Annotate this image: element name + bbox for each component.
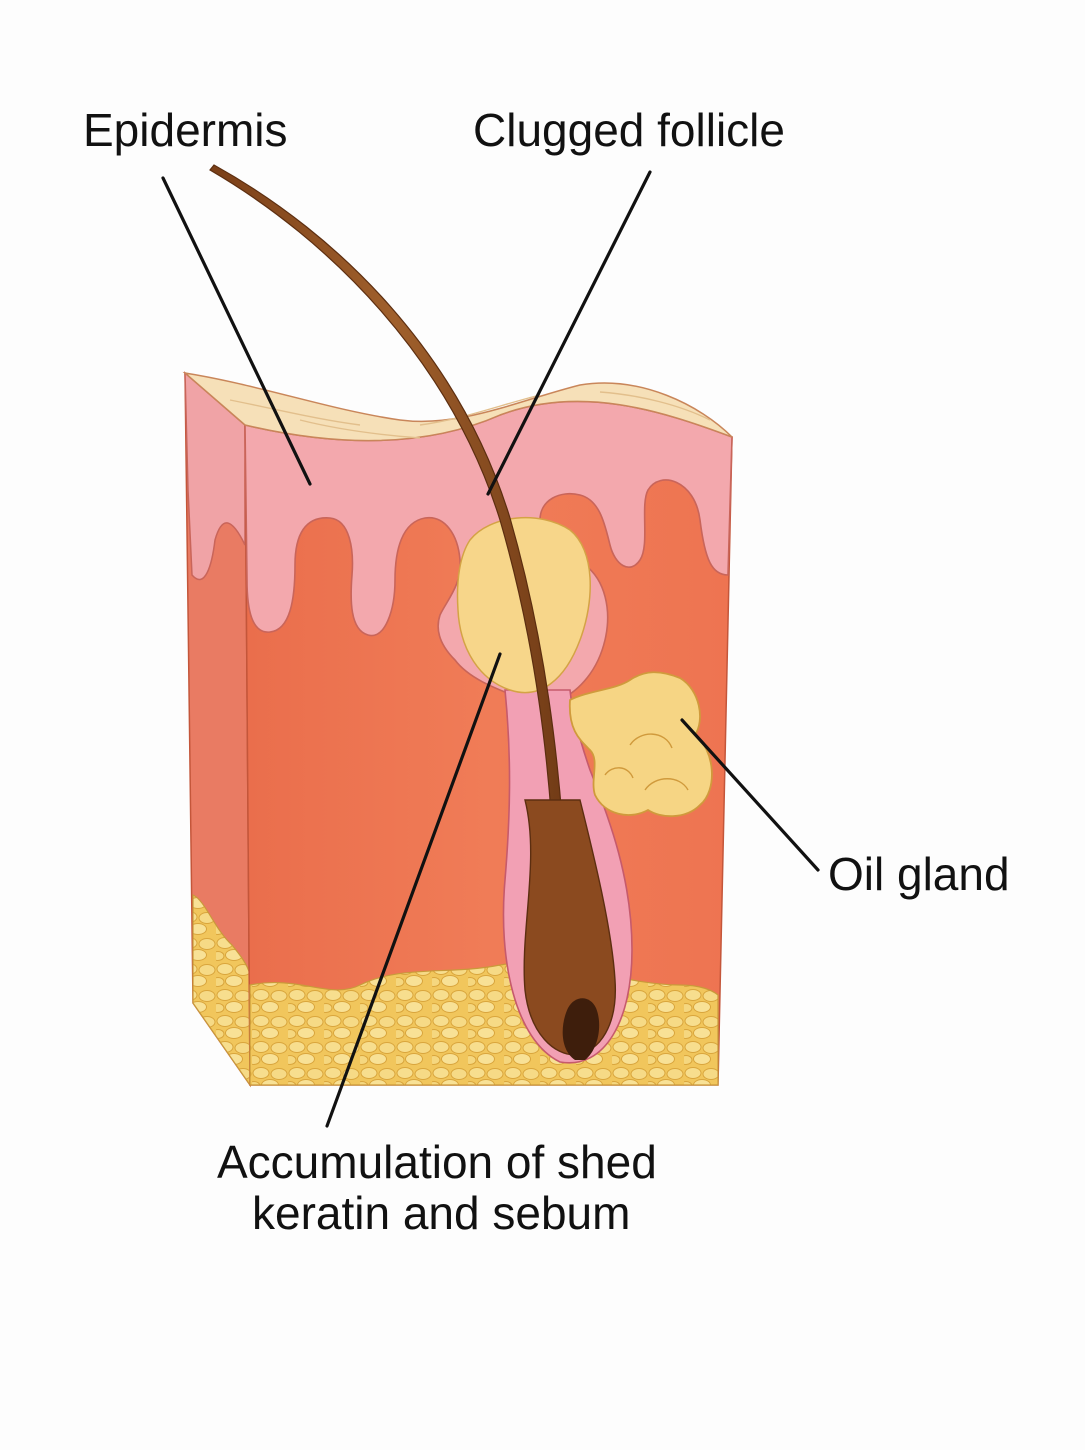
skin-surface: [182, 371, 733, 442]
clogged-follicle-label: Clugged follicle: [473, 104, 785, 156]
skin-block: [182, 164, 733, 1088]
epidermis-leader: [161, 176, 312, 486]
accumulation-leader: [325, 652, 502, 1128]
side-epidermis: [184, 371, 246, 581]
oil-gland-label: Oil gland: [828, 848, 1010, 900]
epidermis-label: Epidermis: [83, 104, 288, 156]
accumulation-label-line2: keratin and sebum: [252, 1187, 630, 1239]
accumulation-label-line1: Accumulation of shed: [217, 1136, 657, 1188]
leader-lines: [161, 170, 820, 1128]
clogged-follicle-leader: [486, 170, 652, 496]
surface-texture: [229, 391, 711, 439]
oil-gland-lobes: [604, 733, 689, 791]
dermal-papilla: [562, 998, 600, 1060]
oil-gland-leader: [680, 718, 820, 872]
labels: Epidermis Clugged follicle Oil gland Acc…: [83, 104, 1010, 1239]
